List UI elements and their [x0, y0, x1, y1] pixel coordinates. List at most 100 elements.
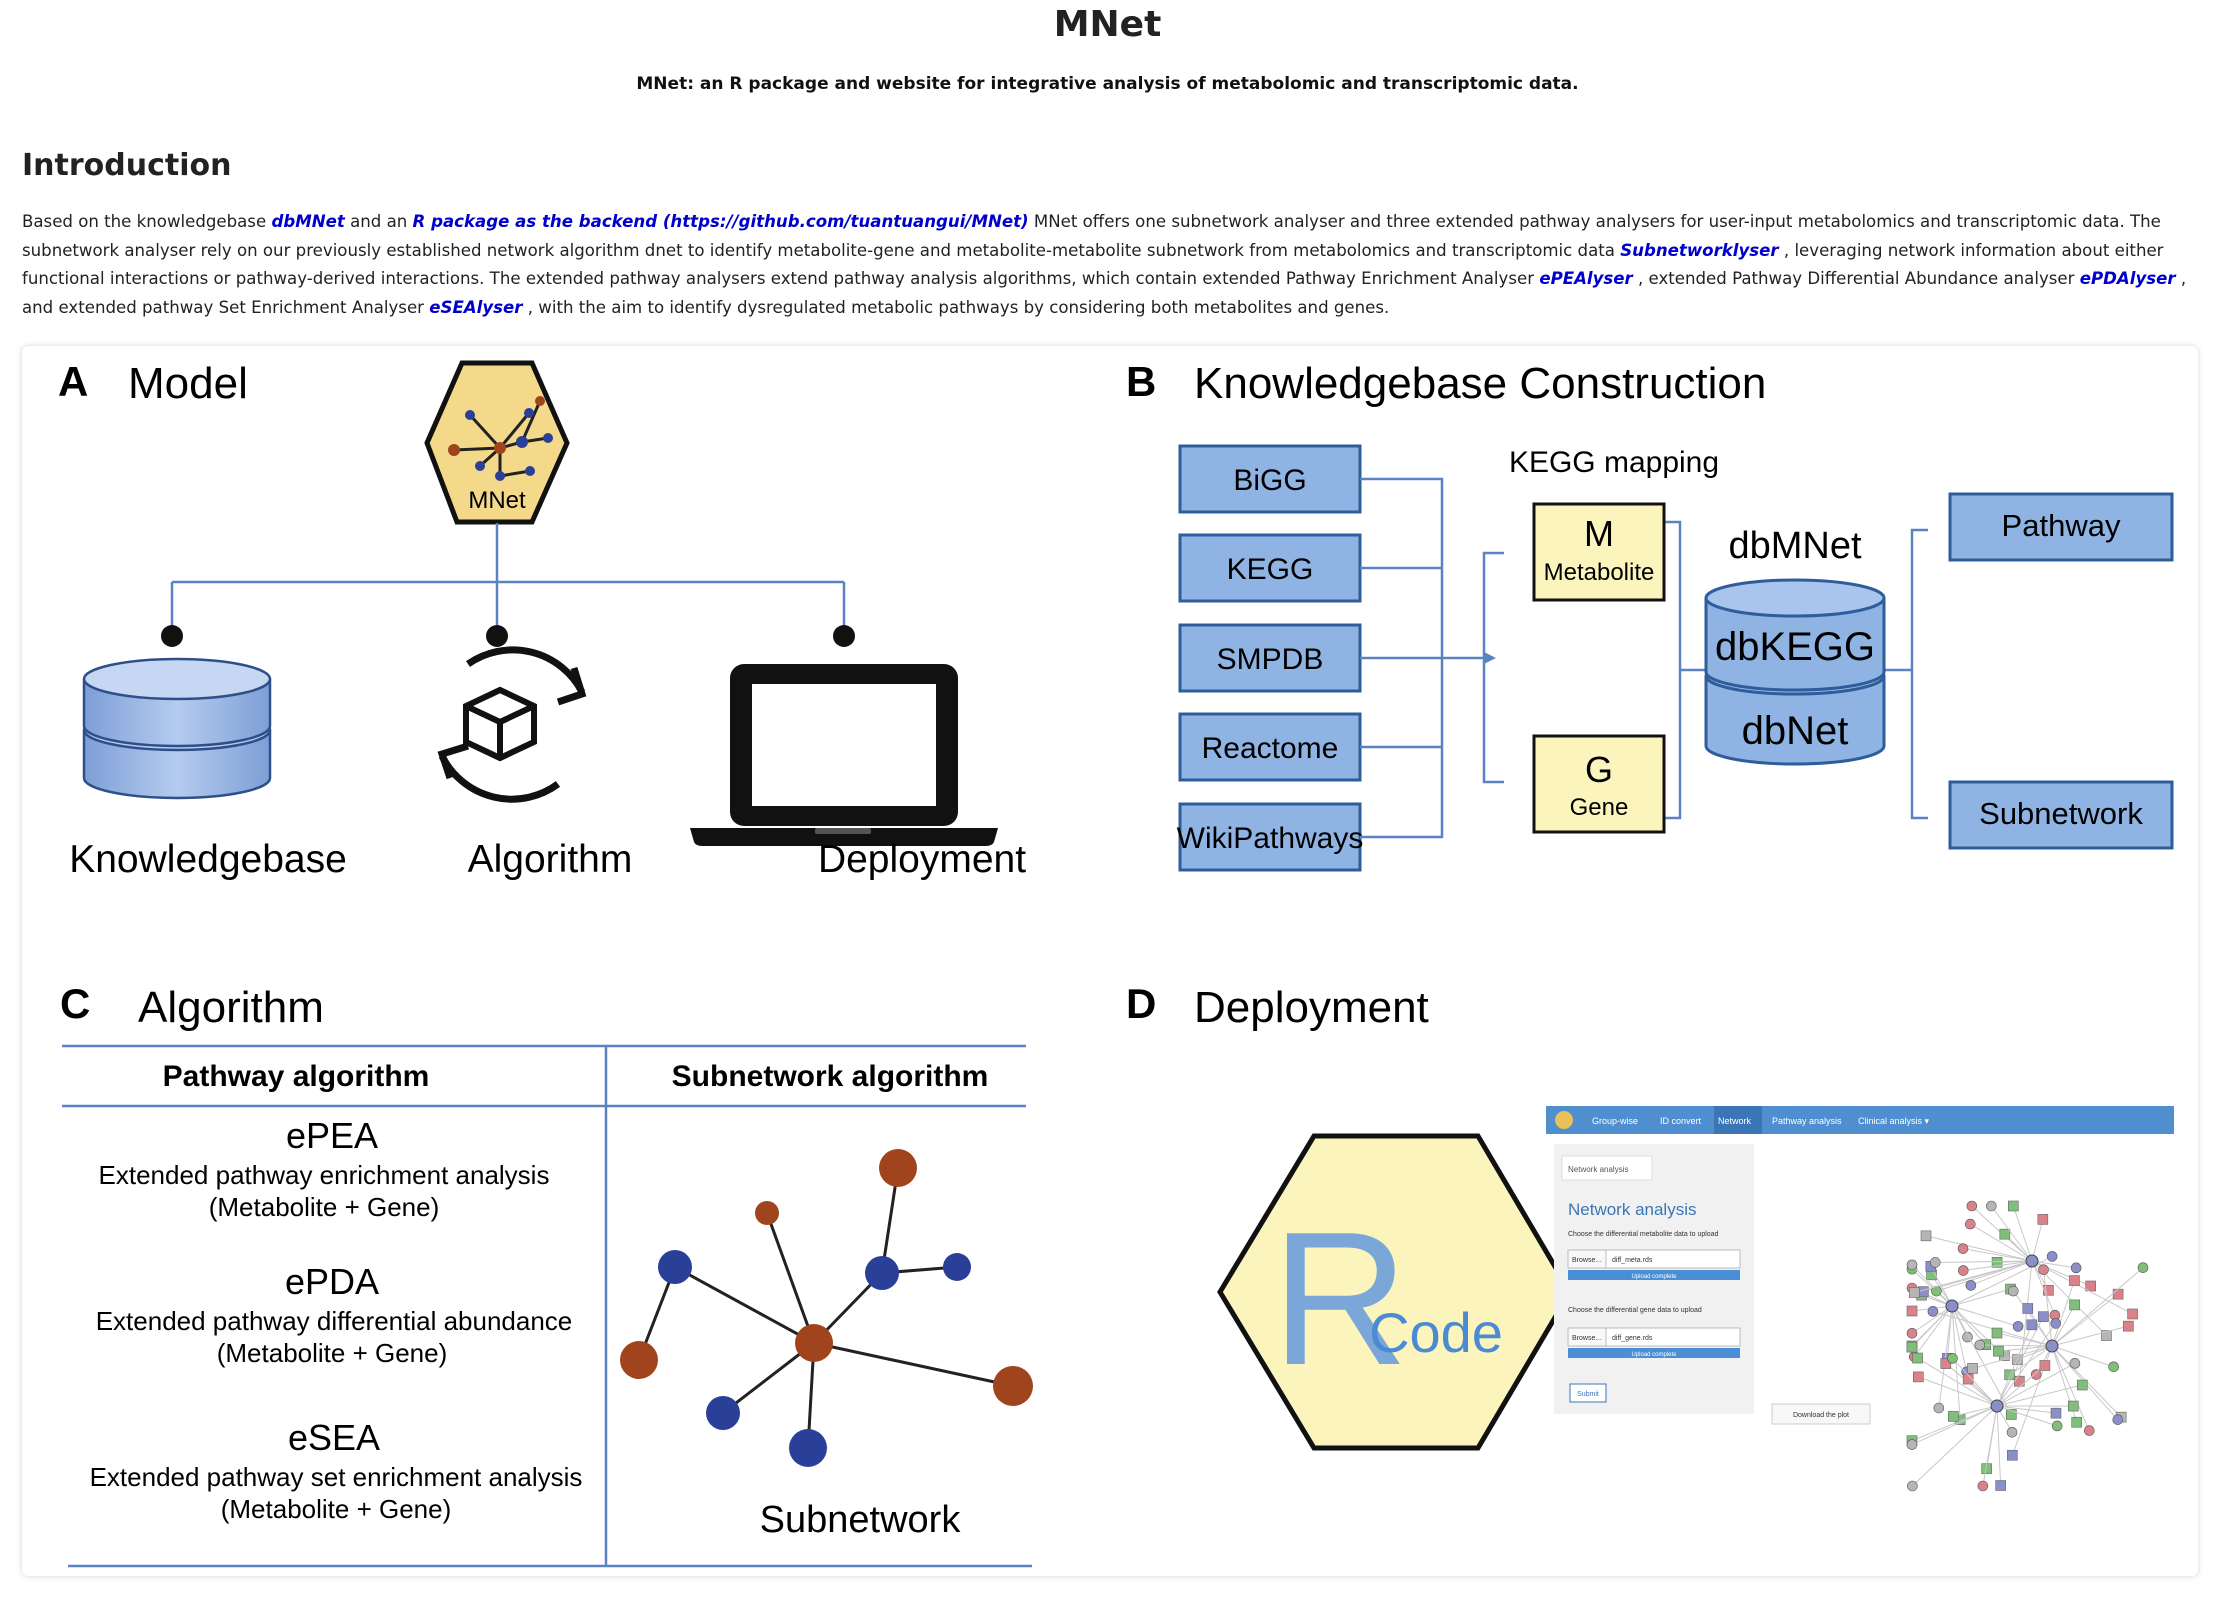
nav-active-bg — [1714, 1106, 1762, 1134]
link-esealyser[interactable]: eSEAlyser — [429, 297, 523, 317]
plot-edge — [2051, 1345, 2114, 1368]
link-epdalyser[interactable]: ePDAlyser — [2079, 269, 2176, 288]
mnet-logo-icon: MNet — [424, 360, 570, 525]
plot-node — [1957, 1243, 1969, 1254]
plot-node — [1991, 1327, 2003, 1339]
plot-node — [2123, 1320, 2134, 1332]
panel-b-letter: B — [1126, 358, 1156, 405]
link-r-package[interactable]: R package as the backend (https://github… — [412, 212, 1029, 231]
connector-dot — [833, 625, 855, 647]
plot-edge — [1951, 1288, 2011, 1307]
nav-item[interactable]: Group-wise — [1592, 1116, 1638, 1126]
plot-hub — [2025, 1254, 2039, 1268]
plot-node — [2038, 1264, 2049, 1276]
site-logo-icon — [1555, 1111, 1573, 1129]
plot-node — [1964, 1218, 1976, 1230]
plot-node — [2008, 1285, 2019, 1297]
plot-hub — [1990, 1399, 2004, 1413]
subnetwork-label: Subnetwork — [760, 1499, 962, 1541]
plot-node — [2043, 1284, 2054, 1296]
plot-node — [2108, 1361, 2119, 1373]
source-box-bigg — [1178, 444, 1362, 514]
algorithm-desc: Extended pathway set enrichment analysis — [90, 1462, 583, 1492]
plot-node — [2137, 1262, 2149, 1273]
nav-item[interactable]: ID convert — [1660, 1116, 1702, 1126]
meta-progress-bar — [1568, 1270, 1740, 1280]
gene-progress-bar — [1568, 1348, 1740, 1358]
plot-edge — [2051, 1293, 2119, 1347]
network-node — [865, 1256, 899, 1290]
output-subnetwork-label: Subnetwork — [1979, 796, 2143, 831]
plot-hub — [1945, 1299, 1959, 1313]
link-dbmnet[interactable]: dbMNet — [271, 212, 345, 231]
laptop-icon — [690, 664, 998, 846]
meta-file-name: diff_meta.rds — [1612, 1257, 1653, 1264]
plot-edge — [2051, 1304, 2076, 1347]
plot-edge — [1951, 1305, 2019, 1327]
panel-c: C Algorithm Pathway algorithm Subnetwork… — [60, 980, 1033, 1568]
download-plot-label: Download the plot — [1793, 1412, 1849, 1419]
plot-edge — [1918, 1376, 1998, 1407]
network-node — [755, 1201, 779, 1225]
plot-node — [1967, 1363, 1978, 1374]
tab-label: Network analysis — [1568, 1165, 1628, 1174]
intro-text: , with the aim to identify dysregulated … — [522, 297, 1390, 317]
plot-node — [1918, 1286, 1929, 1297]
panel-d-letter: D — [1126, 980, 1156, 1027]
download-plot-button[interactable] — [1771, 1403, 1871, 1425]
output-box-subnetwork — [1948, 780, 2174, 850]
plot-node — [2050, 1318, 2062, 1329]
link-subnetworklyser[interactable]: Subnetworklyser — [1620, 240, 1779, 260]
plot-node — [1920, 1230, 1932, 1242]
gene-box — [1532, 734, 1666, 834]
source-box-wikipathways — [1178, 802, 1362, 872]
plot-node — [2112, 1414, 2124, 1425]
plot-node — [1947, 1353, 1958, 1364]
plot-node — [1906, 1327, 1918, 1339]
plot-node — [2030, 1369, 2042, 1380]
cycle-box-icon — [437, 646, 587, 803]
plot-edge — [1917, 1357, 1998, 1407]
algorithm-inputs: (Metabolite + Gene) — [217, 1338, 448, 1368]
plot-edge — [1951, 1305, 1968, 1372]
nav-item[interactable]: Pathway analysis — [1772, 1116, 1842, 1126]
knowledgebase-label: Knowledgebase — [69, 838, 347, 881]
plot-node — [1906, 1439, 1918, 1450]
plot-edge — [1925, 1235, 2033, 1262]
plot-edge — [1945, 1363, 1998, 1407]
plot-edge — [1996, 1365, 2046, 1407]
plot-node — [1957, 1265, 1969, 1276]
plot-node — [2050, 1407, 2062, 1419]
tab-network-analysis[interactable] — [1561, 1155, 1653, 1181]
nav-item[interactable]: Network — [1718, 1116, 1752, 1126]
gene-file-field[interactable] — [1605, 1327, 1741, 1347]
dbmnet-title: dbMNet — [1728, 525, 1861, 567]
plot-node — [2069, 1275, 2080, 1286]
plot-node — [1940, 1358, 1952, 1369]
plot-node — [1906, 1259, 1918, 1271]
plot-edge — [1935, 1260, 2033, 1263]
gene-file-name: diff_gene.rds — [1612, 1335, 1653, 1342]
figure-card: A Model MNet — [22, 346, 2198, 1576]
plot-edge — [2009, 1345, 2053, 1376]
link-epealyser[interactable]: ePEAlyser — [1539, 269, 1633, 288]
code-label: Code — [1369, 1301, 1503, 1364]
plot-edge — [1914, 1260, 2033, 1293]
dbkegg-label: dbKEGG — [1715, 625, 1875, 669]
r-code-logo-icon: R Code — [1217, 1133, 1573, 1451]
plot-node — [1929, 1257, 1941, 1268]
plot-edge — [2051, 1267, 2144, 1347]
metabolite-label: Metabolite — [1544, 559, 1655, 586]
output-box-pathway — [1948, 492, 2174, 562]
plot-node — [2112, 1288, 2124, 1300]
submit-button[interactable] — [1569, 1383, 1607, 1403]
plot-node — [2071, 1416, 2083, 1428]
nav-item[interactable]: Clinical analysis ▾ — [1858, 1116, 1930, 1126]
gene-browse-label: Browse... — [1572, 1335, 1601, 1342]
meta-file-field[interactable] — [1605, 1249, 1741, 1269]
intro-text: , extended Pathway Differential Abundanc… — [1632, 269, 2080, 288]
meta-upload-label: Choose the differential metabolite data … — [1568, 1231, 1719, 1238]
plot-node — [1965, 1280, 1977, 1291]
page-title: MNet — [1053, 4, 1162, 45]
plot-edge — [2031, 1219, 2044, 1262]
